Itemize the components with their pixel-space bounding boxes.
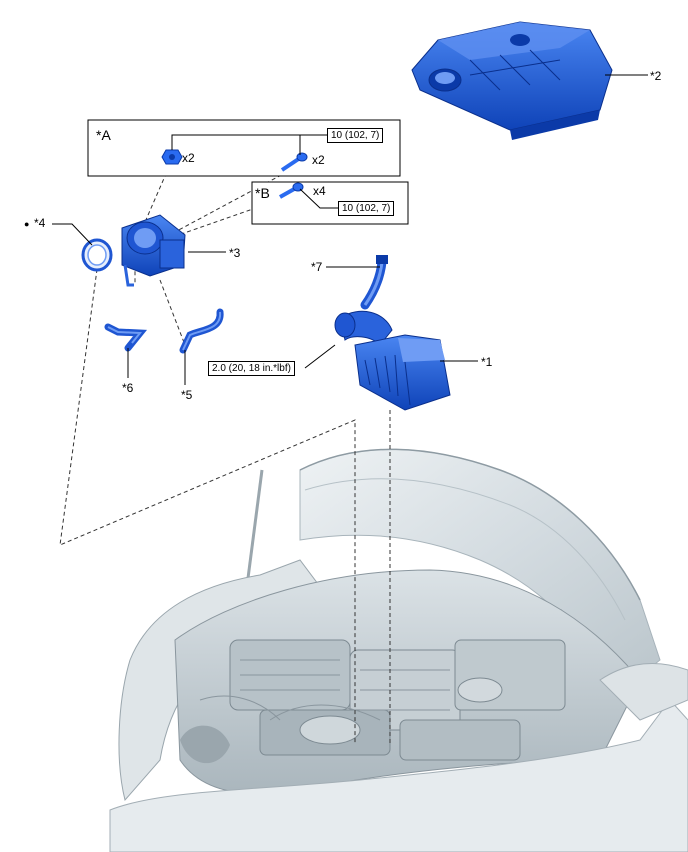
callout-leaders — [52, 74, 648, 385]
frame-a-title: *A — [96, 127, 111, 143]
inlet-duct-part — [360, 255, 388, 310]
frame-b-title: *B — [255, 185, 270, 201]
torque-spec-a: 10 (102, 7) — [327, 128, 384, 143]
gasket-part — [81, 238, 113, 272]
throttle-body-part — [121, 214, 186, 287]
torque-spec-b: 10 (102, 7) — [338, 201, 395, 216]
callout-4: *4 — [34, 216, 46, 230]
clamp-torque-spec: 2.0 (20, 18 in.*lbf) — [208, 361, 295, 376]
air-cleaner-part — [334, 310, 451, 411]
callout-3: *3 — [229, 246, 241, 260]
callout-4-bullet: ● — [24, 219, 30, 229]
hose-6-part — [104, 323, 148, 352]
hose-5-part — [179, 308, 224, 354]
callout-6: *6 — [122, 381, 134, 395]
callout-7: *7 — [311, 260, 323, 274]
bolt-b-quantity: x4 — [313, 184, 326, 198]
callout-2: *2 — [650, 69, 662, 83]
engine-bay-illustration — [109, 448, 688, 852]
frame-a — [87, 119, 401, 177]
nut-icon — [161, 149, 183, 165]
torque-leaders — [171, 134, 338, 369]
callout-1: *1 — [481, 355, 493, 369]
callout-5: *5 — [181, 388, 193, 402]
engine-cover-part — [411, 21, 613, 140]
bolt-a-quantity: x2 — [312, 153, 325, 167]
nut-quantity: x2 — [182, 151, 195, 165]
